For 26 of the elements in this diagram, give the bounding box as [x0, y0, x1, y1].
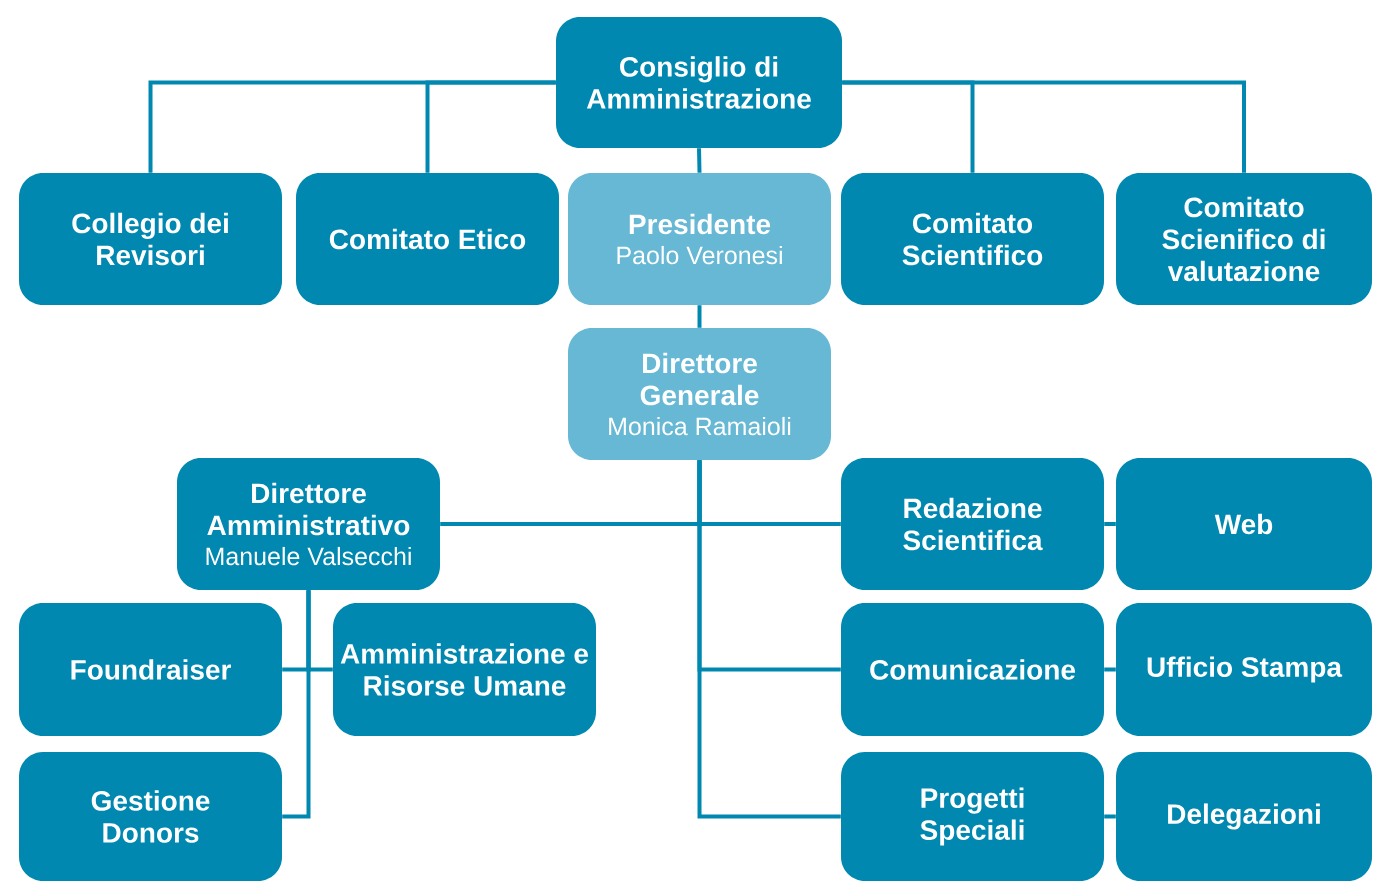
- org-box: Comunicazione: [841, 603, 1104, 736]
- org-box: Web: [1116, 458, 1372, 590]
- org-box: Comitato Scientifico: [841, 173, 1104, 305]
- connector-line: [282, 590, 311, 819]
- org-box: Gestione Donors: [19, 752, 282, 881]
- org-box: Direttore Generale Monica Ramaioli: [568, 328, 831, 460]
- org-box: Progetti Speciali: [841, 752, 1104, 881]
- connector-line: [697, 305, 702, 328]
- org-box: Ufficio Stampa: [1116, 603, 1372, 736]
- org-box: Consiglio di Amministrazione: [556, 17, 842, 148]
- org-box: Presidente Paolo Veronesi: [568, 173, 831, 305]
- org-box: Comitato Etico: [296, 173, 559, 305]
- org-box: Foundraiser: [19, 603, 282, 736]
- org-box: Comitato Scienifico di valutazione: [1116, 173, 1372, 305]
- org-box: Collegio dei Revisori: [19, 173, 282, 305]
- connector-line: [1104, 667, 1116, 672]
- connector-line: [697, 148, 702, 173]
- org-box: Delegazioni: [1116, 752, 1372, 881]
- org-box: Redazione Scientifica: [841, 458, 1104, 590]
- org-box: Amministrazione e Risorse Umane: [333, 603, 596, 736]
- connector-line: [1104, 814, 1116, 819]
- connector-line: [842, 80, 1246, 173]
- connector-line: [697, 460, 841, 819]
- connector-line: [1104, 522, 1116, 526]
- connector-line: [425, 80, 556, 173]
- org-box: Direttore Amministrativo Manuele Valsecchi: [177, 458, 440, 590]
